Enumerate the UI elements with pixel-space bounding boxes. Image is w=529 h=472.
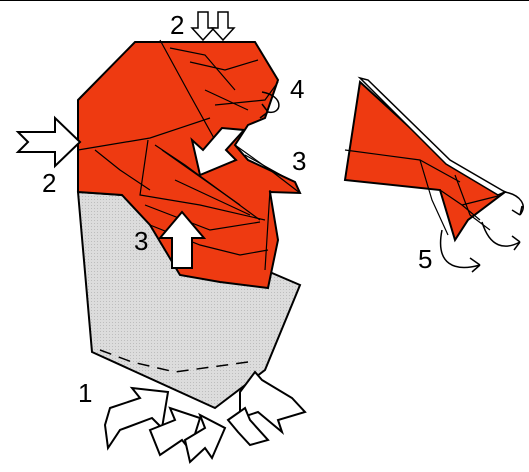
step-label-2-top: 2 [170,10,184,40]
left-push-arrow [18,118,80,166]
detail-pleat-arrow-right [482,222,520,250]
step-label-3-left: 3 [134,226,148,256]
detail-view-figure [345,78,523,272]
step-label-1: 1 [78,378,92,408]
top-push-arrow-icon [192,12,234,40]
detail-pleat-arrow-5 [441,230,480,272]
detail-red-body [345,82,505,240]
step-label-3-mid: 3 [292,146,306,176]
step-label-4: 4 [290,74,304,104]
detail-side-arrow [505,192,523,215]
step-label-5: 5 [418,244,432,274]
main-model-figure [18,12,305,462]
step-label-2-left: 2 [42,168,56,198]
